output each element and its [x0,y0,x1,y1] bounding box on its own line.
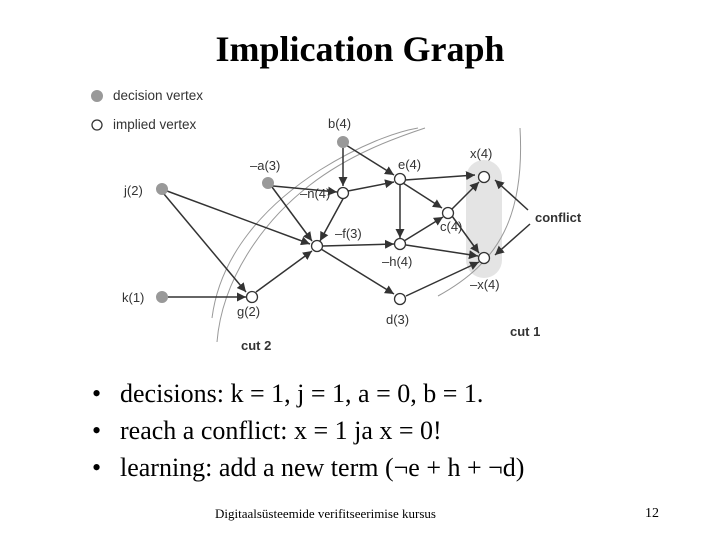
bullet-dot: • [92,453,102,482]
vertex-e4 [393,172,407,186]
conflict-label: conflict [535,210,582,225]
edge-n-f [319,196,345,242]
bullet-text: decisions: k = 1, j = 1, a = 0, b = 1. [120,379,484,408]
edge-h-c [403,216,444,242]
edge-h-nx [405,244,479,260]
graph-vertices [156,136,491,306]
vertex-x4 [477,170,491,184]
edge-c-nx [451,215,480,254]
vertex-d3 [393,292,407,306]
bullet-dot: • [92,416,102,445]
label-d3: d(3) [386,312,409,327]
legend-implied-label: implied vertex [113,117,197,132]
edge-a-f [271,186,313,242]
vertex-j2 [156,183,168,195]
cut-1-label: cut 1 [510,324,540,339]
graph-edges [163,144,531,302]
vertex-c4 [441,206,455,220]
edge-e-c [402,182,443,209]
vertex-labels: b(4) –a(3) j(2) k(1) –n(4) e(4) –f(3) –h… [122,116,500,327]
vertex-a3 [262,177,274,189]
label-e4: e(4) [398,157,421,172]
vertex-n4 [336,186,350,200]
label-h4: –h(4) [382,254,412,269]
label-nx4: –x(4) [470,277,500,292]
bullet-item: • decisions: k = 1, j = 1, a = 0, b = 1. [92,375,524,412]
label-f3: –f(3) [335,226,362,241]
vertex-h4 [393,237,407,251]
legend-decision-label: decision vertex [113,88,203,103]
bullet-dot: • [92,379,102,408]
legend-implied-icon [91,119,103,131]
vertex-k1 [156,291,168,303]
label-n4: –n(4) [300,186,330,201]
cut-2-label: cut 2 [241,338,271,353]
vertex-nx4 [477,251,491,265]
bullet-text: learning: add a new term (¬e + h + ¬d) [120,453,525,482]
edge-j-g [163,193,247,293]
label-k1: k(1) [122,290,144,305]
edge-f-d [320,248,395,295]
label-g2: g(2) [237,304,260,319]
edge-conflict-nx [494,223,531,256]
bullet-text: reach a conflict: x = 1 ja x = 0! [120,416,442,445]
label-c4: c(4) [440,219,462,234]
edge-a-n [272,185,338,196]
vertex-f3 [310,239,324,253]
legend-decision-icon [91,90,103,102]
edge-b-e [345,144,395,176]
label-a3: –a(3) [250,158,280,173]
slide-title: Implication Graph [215,29,505,69]
edge-j-f [166,190,311,246]
label-x4: x(4) [470,146,492,161]
edge-e-x [404,171,476,181]
bullet-item: • learning: add a new term (¬e + h + ¬d) [92,449,524,486]
label-b4: b(4) [328,116,351,131]
edge-conflict-x [494,179,529,211]
bullet-list: •decisions: k = 1, j = 1, a = 0, b = 1. … [92,375,524,486]
vertex-g2 [245,290,259,304]
edge-g-f [255,250,313,293]
page-number: 12 [645,506,659,521]
cut-2-line-outer [216,127,426,343]
edge-f-h [322,239,395,249]
vertex-b4 [337,136,349,148]
bullet-item: • reach a conflict: x = 1 ja x = 0! [92,412,524,449]
footer-course-name: Digitaalsüsteemide verifitseerimise kurs… [215,506,436,521]
edge-d-nx [405,261,480,297]
edge-c-x [451,181,480,210]
label-j2: j(2) [123,183,143,198]
edge-n-e [347,179,395,192]
cut-1-line [437,127,522,297]
